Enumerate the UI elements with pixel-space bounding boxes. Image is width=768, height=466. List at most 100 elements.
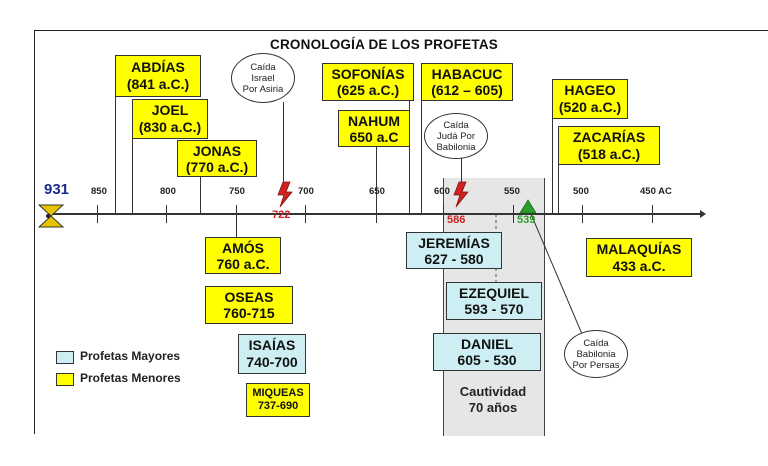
axis-tick <box>166 205 167 223</box>
axis-tick <box>652 205 653 223</box>
prophet-name: ABDÍAS <box>131 59 185 75</box>
prophet-name: NAHUM <box>347 112 401 129</box>
chart-title: CRONOLOGÍA DE LOS PROFETAS <box>270 37 498 52</box>
prophet-box-sofonias: SOFONÍAS (625 a.C.) <box>322 63 414 101</box>
prophet-name: MALAQUÍAS <box>596 240 682 257</box>
prophet-date: 760-715 <box>223 305 275 321</box>
prophet-name: OSEAS <box>224 289 274 305</box>
prophet-date: (830 a.C.) <box>138 119 202 135</box>
abdias-connector <box>115 96 116 214</box>
axis-label-750: 750 <box>229 186 245 197</box>
axis-label-850: 850 <box>91 186 107 197</box>
babylon-fall-bubble: Caída Babilonia Por Persas <box>564 330 628 378</box>
prophet-date: 650 a.C <box>349 128 399 145</box>
axis-label-500: 500 <box>573 186 589 197</box>
prophet-date: (625 a.C.) <box>336 82 400 98</box>
juda-bubble-line: Babilonia <box>436 141 476 153</box>
axis-tick <box>582 205 583 223</box>
prophet-box-jeremias: JEREMÍAS 627 - 580 <box>406 232 502 269</box>
israel-bubble-line: Israel <box>251 72 275 84</box>
juda-bubble-line: Caída <box>443 119 469 131</box>
axis-tick <box>376 205 377 223</box>
axis-tick <box>236 205 237 223</box>
prophet-box-isaias: ISAÍAS 740-700 <box>238 334 306 374</box>
prophet-name: HABACUC <box>431 66 503 82</box>
triangle-babylon-icon <box>519 199 537 214</box>
prophet-box-oseas: OSEAS 760-715 <box>205 286 293 324</box>
prophet-box-hageo: HAGEO (520 a.C.) <box>552 79 628 119</box>
prophet-date: 740-700 <box>246 354 298 370</box>
prophet-date: (520 a.C.) <box>558 99 622 115</box>
prophet-date: 760 a.C. <box>216 255 270 272</box>
start-year: 931 <box>44 181 70 198</box>
axis-tick <box>97 205 98 223</box>
babylon-bubble-line: Caída <box>583 337 609 349</box>
israel-bubble-connector <box>283 102 284 186</box>
legend: Profetas Mayores Profetas Menores <box>48 345 218 391</box>
legend-swatch-minor <box>56 373 74 386</box>
prophet-box-ezequiel: EZEQUIEL 593 - 570 <box>446 282 542 320</box>
legend-label-minor: Profetas Menores <box>80 371 181 385</box>
babylon-bubble-line: Babilonia <box>576 348 616 360</box>
prophet-box-abdias: ABDÍAS (841 a.C.) <box>115 55 201 97</box>
prophet-name: ISAÍAS <box>248 337 296 353</box>
axis-arrowhead <box>700 210 706 218</box>
prophet-date: (612 – 605) <box>431 82 503 98</box>
prophet-date: 605 - 530 <box>457 352 517 368</box>
axis-label-550: 550 <box>504 186 520 197</box>
prophet-name: JONAS <box>192 142 242 159</box>
prophet-name: ZACARÍAS <box>572 128 646 145</box>
prophet-date: 737-690 <box>257 400 299 412</box>
babylon-fall-year: 539 <box>517 214 536 226</box>
prophet-name: HAGEO <box>564 82 616 98</box>
juda-fall-bubble: Caída Judá Por Babilonia <box>424 113 488 159</box>
hageo-connector <box>552 118 553 214</box>
juda-bubble-connector <box>461 158 462 184</box>
axis-label-650: 650 <box>369 186 385 197</box>
axis-label-800: 800 <box>160 186 176 197</box>
israel-fall-year: 722 <box>272 209 291 221</box>
prophet-date: 593 - 570 <box>464 301 524 317</box>
timeline-axis <box>50 213 700 215</box>
prophet-name: EZEQUIEL <box>458 285 529 301</box>
legend-swatch-major <box>56 351 74 364</box>
israel-bubble-line: Por Asiria <box>242 83 284 95</box>
captivity-line1: Cautividad <box>459 384 527 399</box>
juda-bubble-line: Judá Por <box>436 130 476 142</box>
lightning-juda-icon <box>453 181 469 208</box>
axis-label-600: 600 <box>434 186 450 197</box>
prophet-date: (841 a.C.) <box>126 76 190 92</box>
prophet-name: JOEL <box>151 102 189 118</box>
prophet-date: (518 a.C.) <box>577 145 641 162</box>
axis-tick <box>513 205 514 223</box>
babylon-bubble-line: Por Persas <box>572 359 620 371</box>
hourglass-icon <box>38 204 64 228</box>
joel-connector <box>132 138 133 214</box>
legend-label-major: Profetas Mayores <box>80 349 181 363</box>
axis-tick <box>443 205 444 223</box>
habacuc-connector <box>421 100 422 214</box>
juda-fall-year: 586 <box>447 214 466 226</box>
prophet-name: DANIEL <box>460 336 514 352</box>
frame-top-line <box>34 30 768 31</box>
prophet-box-daniel: DANIEL 605 - 530 <box>433 333 541 371</box>
axis-label-700: 700 <box>298 186 314 197</box>
captivity-line2: 70 años <box>468 400 518 415</box>
axis-label-450: 450 AC <box>640 186 672 197</box>
prophet-date: 627 - 580 <box>424 250 484 267</box>
babylon-pointer-line <box>530 213 583 335</box>
prophet-name: MIQUEAS <box>252 387 304 399</box>
prophet-date: (770 a.C.) <box>185 158 249 175</box>
prophet-box-joel: JOEL (830 a.C.) <box>132 99 208 139</box>
prophet-box-habacuc: HABACUC (612 – 605) <box>421 63 513 101</box>
frame-left-line <box>34 30 35 434</box>
prophet-date: 433 a.C. <box>612 257 666 274</box>
israel-bubble-line: Caída <box>250 61 276 73</box>
captivity-label: Cautividad 70 años <box>443 384 543 416</box>
prophet-box-malaquias: MALAQUÍAS 433 a.C. <box>586 238 692 277</box>
jonas-connector <box>200 176 201 214</box>
amos-connector <box>236 214 237 238</box>
prophet-name: AMÓS <box>222 239 264 256</box>
